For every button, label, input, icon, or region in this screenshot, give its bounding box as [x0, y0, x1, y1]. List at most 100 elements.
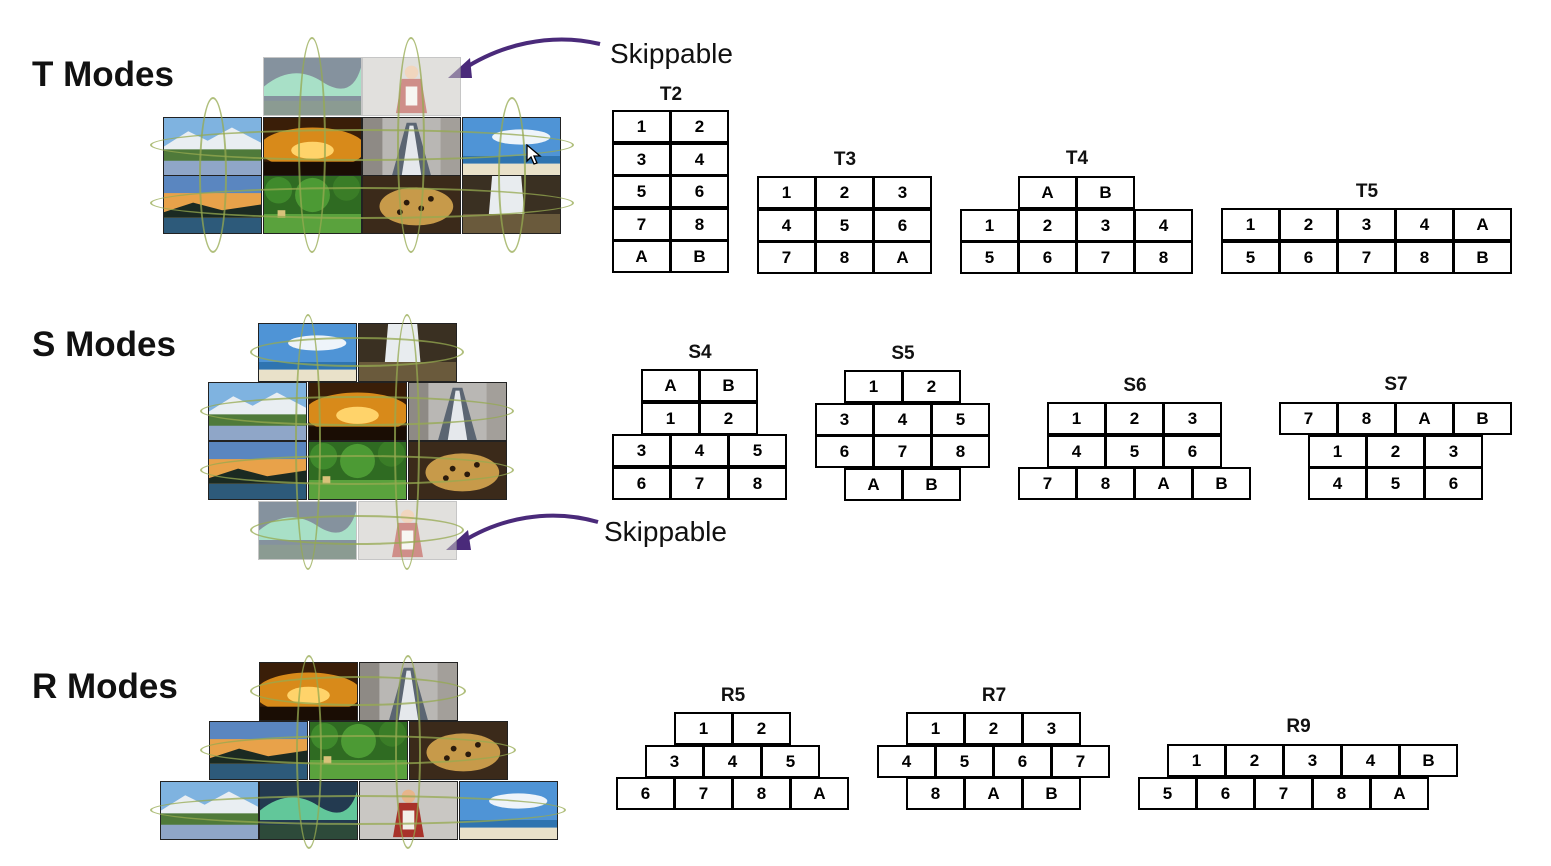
- mode-cell: 4: [1134, 208, 1193, 242]
- mode-title: T3: [833, 149, 857, 170]
- s-modes-title: S Modes: [32, 325, 176, 364]
- video-tile: [160, 781, 259, 840]
- mode-cell: 1: [906, 712, 965, 745]
- mode-title: R9: [1286, 716, 1311, 737]
- mode-cell: 3: [1337, 208, 1396, 241]
- mode-cell: B: [1022, 777, 1081, 810]
- mode-cell: 1: [612, 110, 671, 143]
- mode-cell: 2: [670, 110, 729, 143]
- mode-cell: 3: [1283, 744, 1342, 777]
- mode-cell: 6: [1424, 467, 1483, 500]
- mode-cell: 4: [1047, 434, 1106, 468]
- mode-cell: 5: [931, 402, 990, 436]
- mode-cell: B: [1453, 240, 1512, 274]
- video-tile: [263, 117, 362, 176]
- mode-cell: 4: [757, 208, 816, 242]
- mode-cell: 8: [1395, 240, 1454, 274]
- video-tile: [362, 175, 461, 234]
- mode-cell: 5: [815, 208, 874, 242]
- video-tile: [459, 781, 558, 840]
- mode-cell: 8: [670, 207, 729, 241]
- t-modes-title: T Modes: [32, 55, 174, 94]
- mode-cell: 8: [1134, 241, 1193, 274]
- video-tile: [208, 382, 307, 441]
- mode-cell: 5: [1138, 776, 1197, 810]
- mode-cell: 8: [1337, 402, 1396, 435]
- video-tile: [209, 721, 308, 780]
- video-tile: [358, 323, 457, 382]
- mode-cell: 2: [732, 712, 791, 745]
- mode-cell: 4: [877, 744, 936, 778]
- mode-cell: 7: [1076, 241, 1135, 274]
- mode-cell: 7: [1254, 776, 1313, 810]
- mode-cell: 5: [960, 241, 1019, 274]
- mode-cell: 1: [641, 401, 700, 435]
- video-tile: [258, 323, 357, 382]
- mode-cell: 6: [1279, 240, 1338, 274]
- mode-cell: 2: [815, 176, 874, 209]
- mode-cell: 6: [815, 435, 874, 468]
- video-tile: [462, 117, 561, 176]
- mode-cell: A: [844, 467, 903, 501]
- mode-cell: B: [699, 369, 758, 402]
- mode-cell: 2: [1105, 402, 1164, 435]
- mode-cell: 1: [960, 208, 1019, 242]
- mode-cell: 3: [1163, 402, 1222, 435]
- mode-cell: 3: [1424, 434, 1483, 468]
- video-tile: [263, 175, 362, 234]
- mode-cell: 5: [1105, 434, 1164, 468]
- mode-cell: A: [641, 369, 700, 402]
- mode-cell: 1: [1308, 434, 1367, 468]
- video-tile: [408, 382, 507, 441]
- mode-cell: 4: [670, 434, 729, 467]
- mode-cell: 6: [1018, 241, 1077, 274]
- mode-cell: A: [790, 777, 849, 810]
- mode-cell: 8: [1312, 776, 1371, 810]
- mode-title: T5: [1355, 181, 1379, 202]
- video-tile: [309, 721, 408, 780]
- video-tile: [258, 501, 357, 560]
- video-tile: [409, 721, 508, 780]
- skippable-label-t: Skippable: [610, 38, 733, 69]
- mode-cell: 2: [699, 401, 758, 435]
- video-tile: [208, 441, 307, 500]
- curved-arrow-icon: [448, 37, 601, 78]
- mode-cell: 8: [815, 241, 874, 274]
- video-tile: [259, 662, 358, 721]
- mode-cell: 4: [1308, 467, 1367, 500]
- video-tile: [308, 382, 407, 441]
- mode-cell: 7: [873, 435, 932, 468]
- skippable-label-s: Skippable: [604, 516, 727, 547]
- mode-title: T2: [659, 84, 683, 105]
- mode-cell: 2: [964, 712, 1023, 745]
- mode-cell: 1: [844, 370, 903, 403]
- mode-cell: 5: [1366, 467, 1425, 500]
- mode-cell: 8: [732, 777, 791, 810]
- mode-cell: 4: [670, 142, 729, 176]
- mode-cell: 6: [993, 744, 1052, 778]
- mode-cell: A: [1370, 776, 1429, 810]
- mode-cell: 8: [906, 777, 965, 810]
- video-tile: [359, 662, 458, 721]
- video-tile: [408, 441, 507, 500]
- mode-cell: 5: [935, 744, 994, 778]
- mode-cell: A: [1018, 176, 1077, 209]
- video-tile: [163, 175, 262, 234]
- mode-cell: 8: [931, 435, 990, 468]
- mode-title: T4: [1065, 148, 1089, 169]
- video-tile: [163, 117, 262, 176]
- video-tile: [359, 781, 458, 840]
- mode-cell: 1: [1221, 208, 1280, 241]
- mode-cell: 8: [728, 466, 787, 500]
- mode-cell: 2: [1279, 208, 1338, 241]
- mode-cell: 3: [873, 176, 932, 209]
- mode-cell: B: [1453, 402, 1512, 435]
- mode-cell: 7: [612, 207, 671, 241]
- mode-cell: B: [902, 467, 961, 501]
